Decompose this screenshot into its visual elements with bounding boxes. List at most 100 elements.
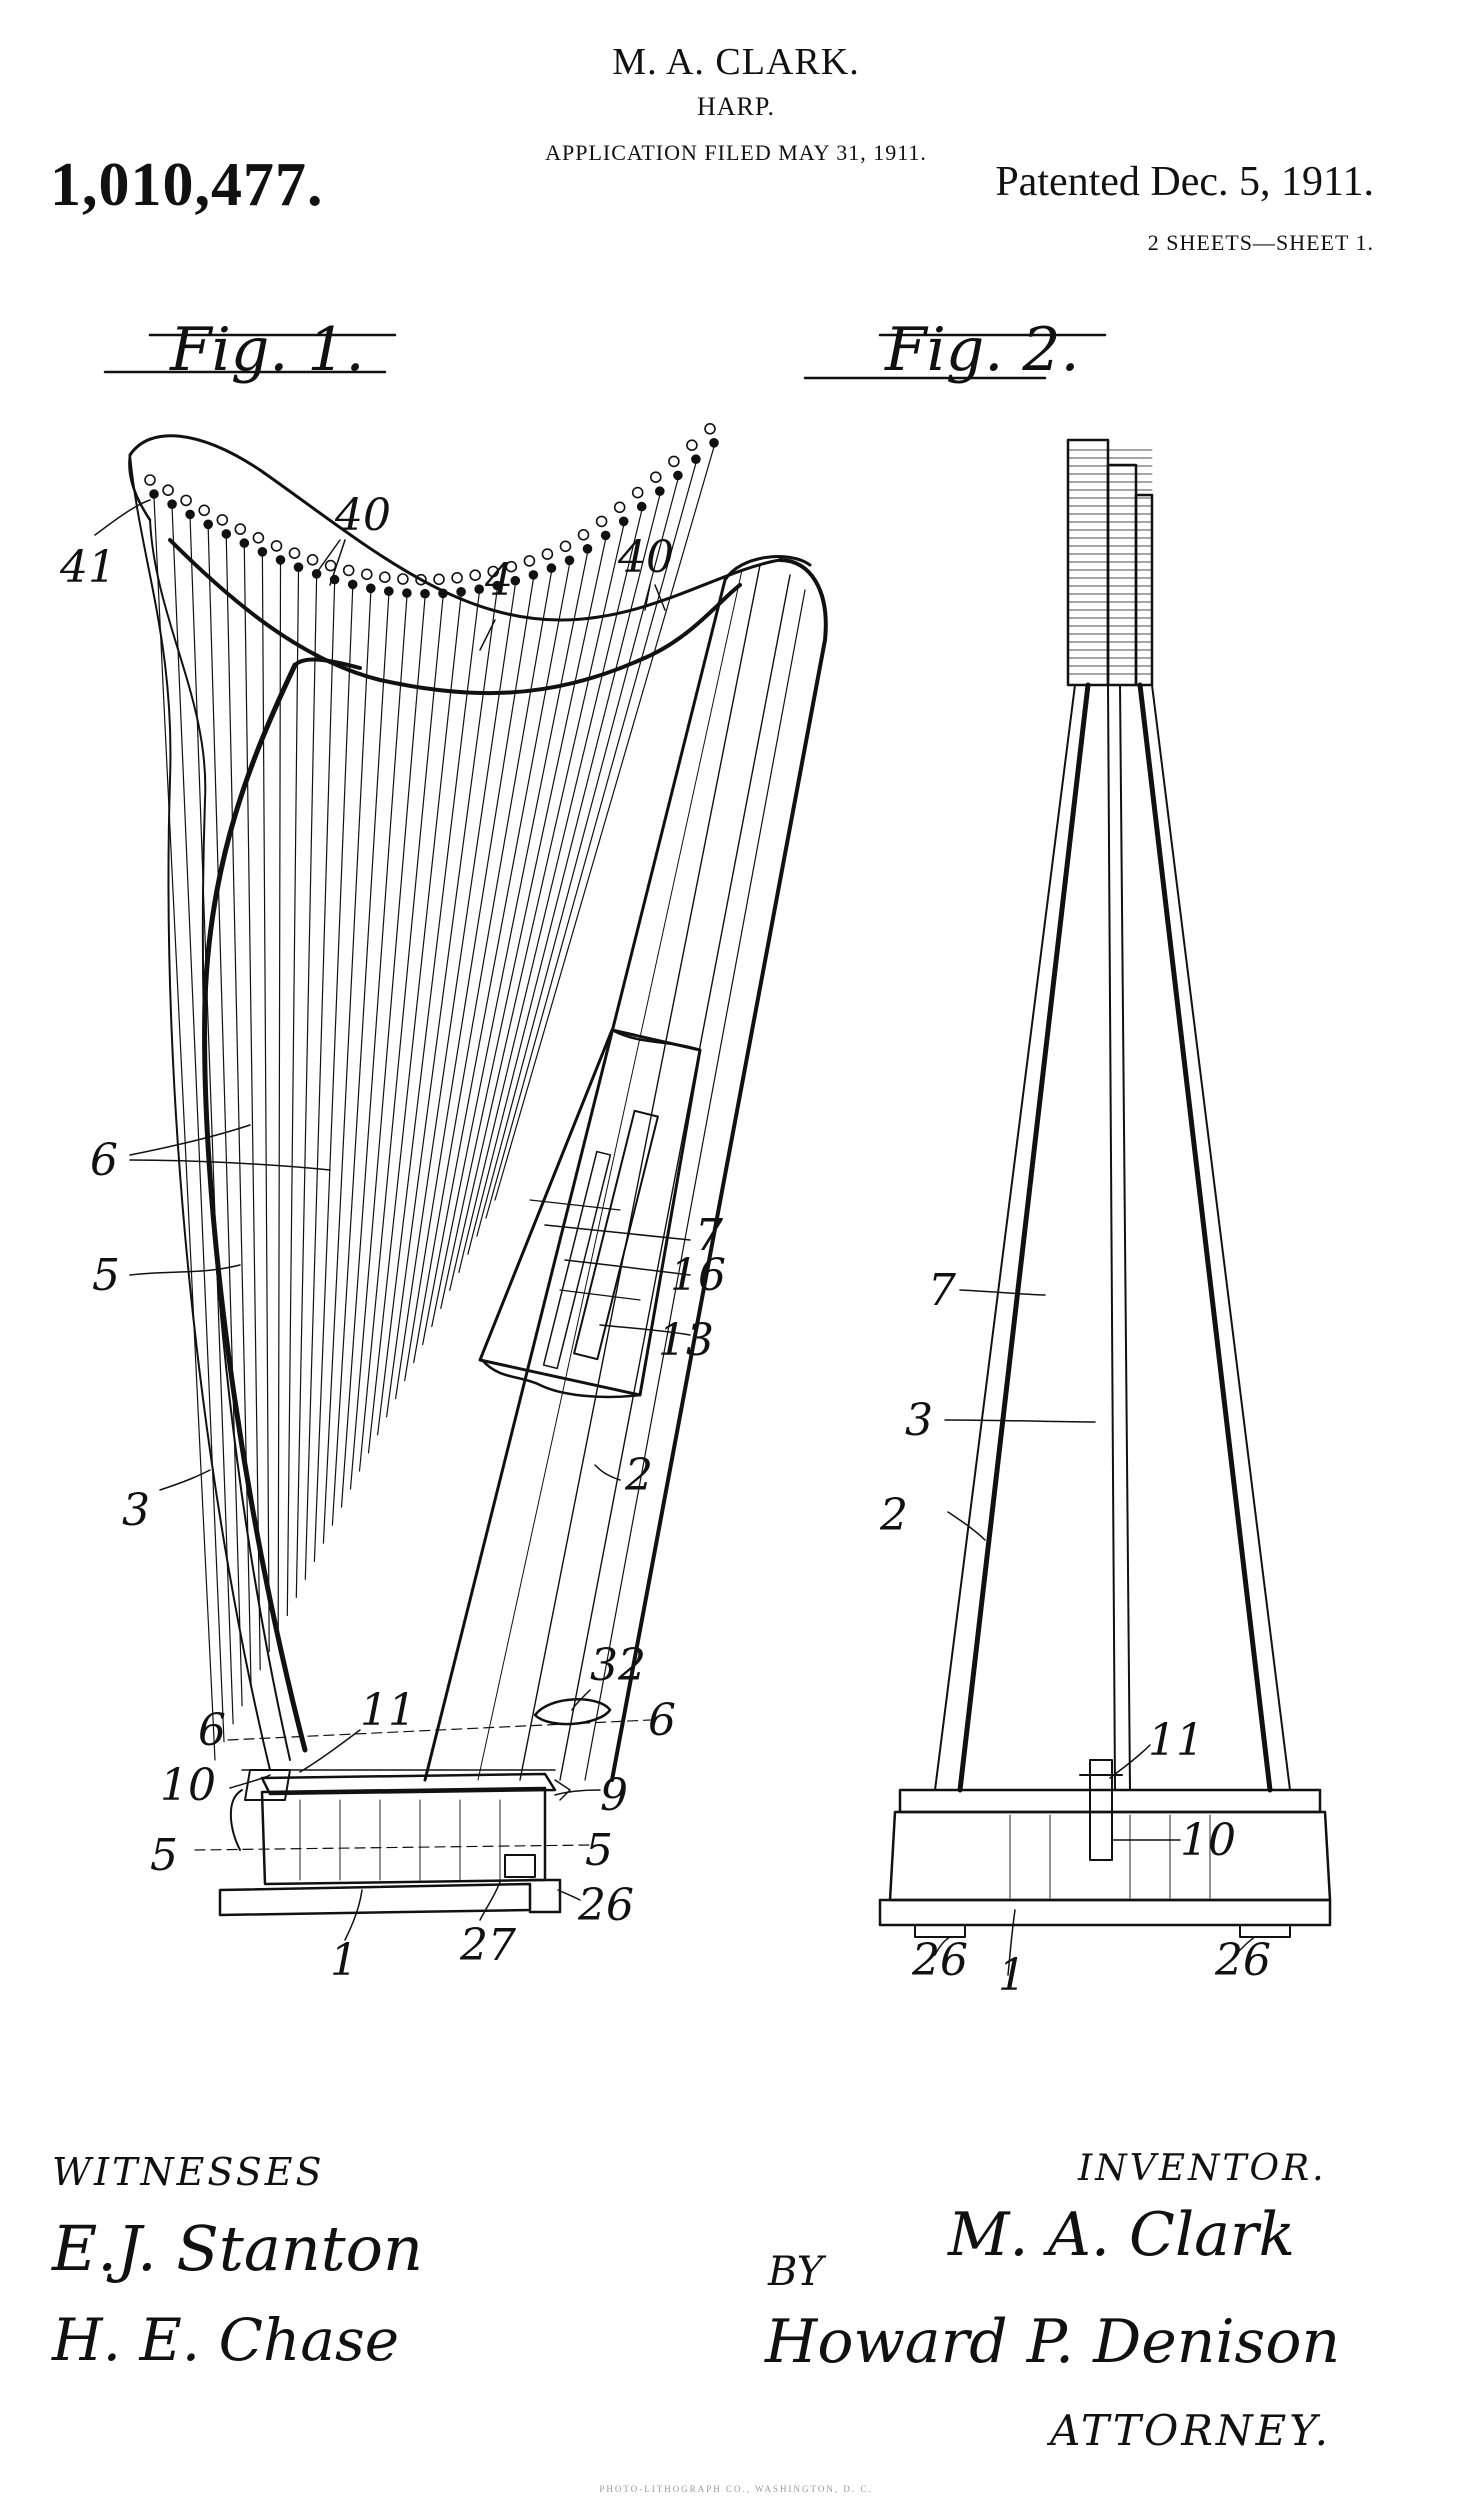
bridge-pin xyxy=(150,490,158,498)
tuning-pin xyxy=(651,472,661,482)
fig1-label-10: 10 xyxy=(160,1760,216,1811)
bridge-pin xyxy=(222,530,230,538)
bridge-pin xyxy=(204,520,212,528)
bridge-pin xyxy=(656,487,664,495)
bridge-pin xyxy=(421,590,429,598)
witness-signature-1: E.J. Stanton xyxy=(51,2212,423,2285)
bridge-pin xyxy=(584,545,592,553)
fig2-neck xyxy=(1068,440,1152,685)
by-label: BY xyxy=(767,2249,827,2295)
harp-string xyxy=(342,597,407,1507)
fig2-label-3: 3 xyxy=(905,1395,933,1446)
fig1-label-16: 16 xyxy=(670,1250,726,1301)
fig1-label-6: 6 xyxy=(90,1135,118,1186)
harp-string xyxy=(387,590,498,1417)
harp-string xyxy=(226,538,251,1688)
fig1-label-27: 27 xyxy=(459,1920,516,1971)
harp-string xyxy=(360,597,444,1471)
fig1-drawing xyxy=(95,335,826,1940)
fig2-title: Fig. 2. xyxy=(884,315,1080,385)
harp-string xyxy=(287,571,298,1615)
bridge-pin xyxy=(602,531,610,539)
bridge-pin xyxy=(186,510,194,518)
harp-string xyxy=(450,525,624,1290)
tuning-pin xyxy=(253,533,263,543)
bridge-pin xyxy=(403,589,411,597)
harp-string xyxy=(432,553,588,1327)
fig1-label-32: 32 xyxy=(590,1640,646,1691)
tuning-pin xyxy=(199,505,209,515)
fig1-label-6-left: 6 xyxy=(198,1705,226,1756)
witness-signature-2: H. E. Chase xyxy=(51,2306,399,2374)
bridge-pin xyxy=(295,563,303,571)
bridge-pin xyxy=(566,556,574,564)
harp-string xyxy=(405,579,534,1381)
fig2-label-11: 11 xyxy=(1148,1715,1204,1766)
tuning-pin xyxy=(561,541,571,551)
tuning-pin xyxy=(217,515,227,525)
tuning-pin xyxy=(398,574,408,584)
attorney-signature: Howard P. Denison xyxy=(764,2307,1340,2377)
fig1-label-5-left: 5 xyxy=(150,1830,178,1881)
harp-string xyxy=(172,508,224,1742)
inventor-label: INVENTOR. xyxy=(1077,2148,1327,2189)
fig1-strings xyxy=(154,447,714,1760)
bridge-pin xyxy=(529,571,537,579)
tuning-pin xyxy=(145,475,155,485)
fig1-label-40-left: 40 xyxy=(334,490,391,541)
harp-string xyxy=(278,564,280,1634)
harp-string xyxy=(396,585,516,1399)
harp-string xyxy=(459,511,642,1273)
fig1-label-5: 5 xyxy=(92,1250,120,1301)
tuning-pin xyxy=(470,570,480,580)
tuning-pin xyxy=(597,516,607,526)
tuning-pin xyxy=(524,556,534,566)
bridge-pin xyxy=(638,503,646,511)
bridge-pin xyxy=(439,589,447,597)
bridge-pin xyxy=(168,500,176,508)
fig1-label-4: 4 xyxy=(484,555,513,606)
tuning-pin xyxy=(308,555,318,565)
fig1-label-5-right: 5 xyxy=(585,1825,613,1876)
fig1-body xyxy=(130,455,360,1770)
tuning-pin xyxy=(272,541,282,551)
fig2-base xyxy=(880,1760,1330,1937)
fig1-base xyxy=(220,1770,570,1915)
tuning-pin xyxy=(163,485,173,495)
fig2-leader-lines xyxy=(935,1290,1255,1975)
fig2-pillar-and-column xyxy=(935,685,1290,1790)
bridge-pin xyxy=(475,585,483,593)
tuning-pin xyxy=(687,440,697,450)
tuning-pin xyxy=(705,424,715,434)
tuning-pin xyxy=(235,524,245,534)
bridge-pin xyxy=(240,539,248,547)
tuning-pin xyxy=(344,565,354,575)
fig1-label-40-right: 40 xyxy=(617,532,674,583)
inventor-signature: M. A. Clark xyxy=(947,2200,1295,2270)
harp-string xyxy=(332,595,388,1525)
fig2-label-7: 7 xyxy=(928,1265,956,1316)
bridge-pin xyxy=(457,588,465,596)
fig1-pillar xyxy=(425,557,826,1780)
harp-string xyxy=(495,447,714,1200)
tuning-pin xyxy=(380,572,390,582)
fig1-label-11: 11 xyxy=(360,1685,416,1736)
fig1-label-3: 3 xyxy=(122,1485,150,1536)
tuning-pin xyxy=(434,574,444,584)
bridge-pin xyxy=(710,439,718,447)
attorney-label: ATTORNEY. xyxy=(1046,2406,1331,2455)
tuning-pin xyxy=(181,495,191,505)
tuning-pin xyxy=(452,573,462,583)
bridge-pin xyxy=(692,455,700,463)
tuning-pin xyxy=(362,569,372,579)
witnesses-label: WITNESSES xyxy=(52,2150,325,2194)
bridge-pin xyxy=(277,556,285,564)
fig1-label-26: 26 xyxy=(577,1880,634,1931)
tuning-pin xyxy=(326,561,336,571)
fig1-label-2: 2 xyxy=(624,1450,653,1501)
fig1-label-13: 13 xyxy=(658,1315,714,1366)
bridge-pin xyxy=(258,548,266,556)
fig1-label-41: 41 xyxy=(59,542,116,593)
